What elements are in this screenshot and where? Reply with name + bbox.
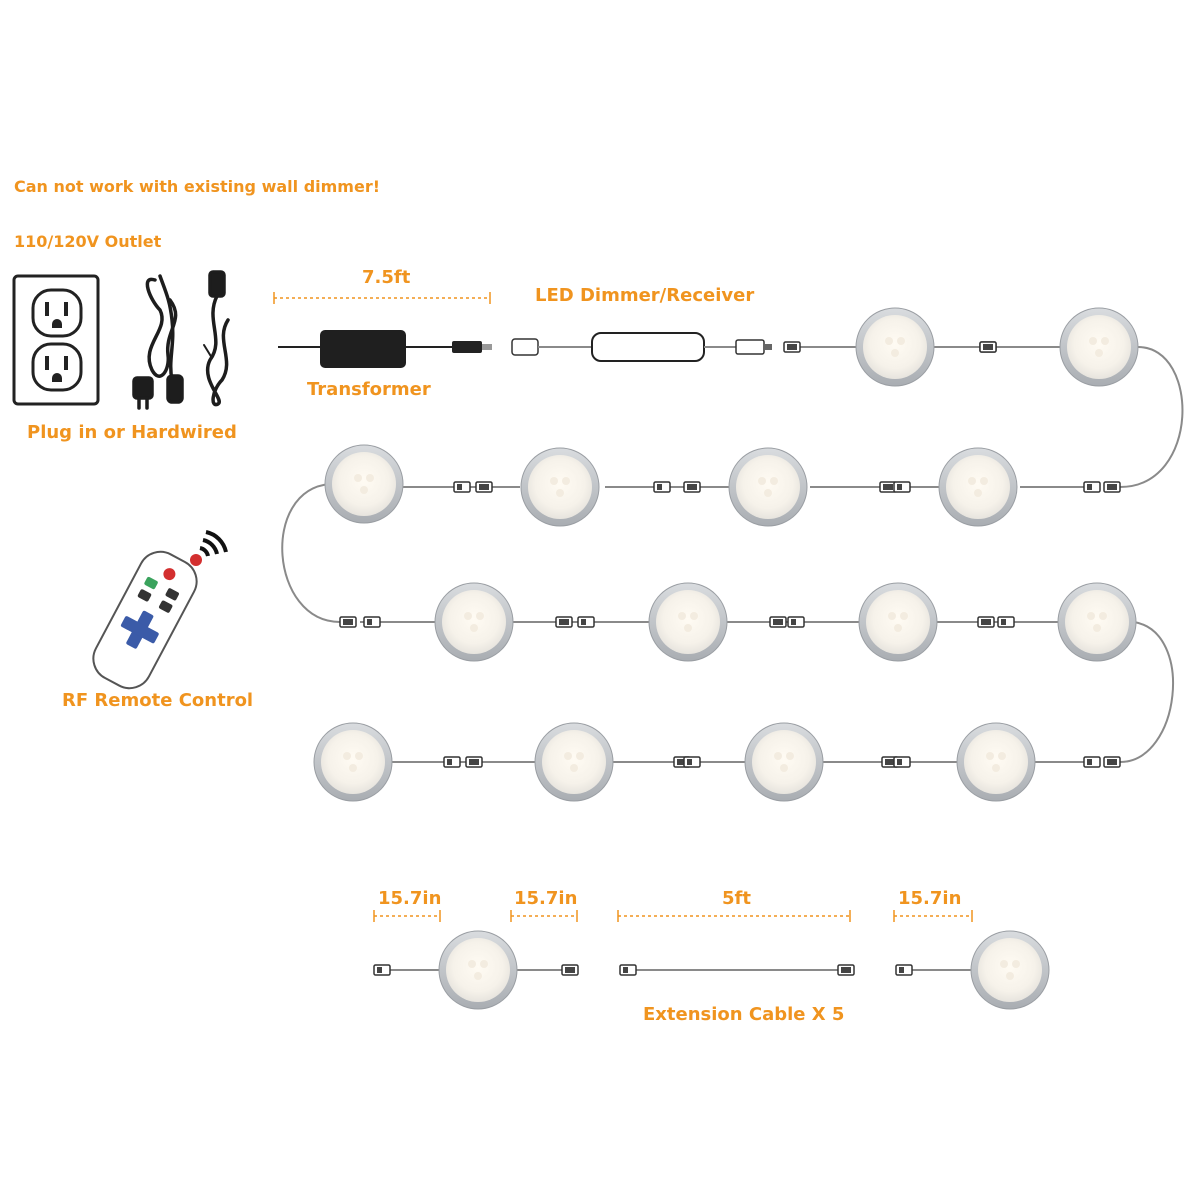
puck-light-10 (1057, 582, 1137, 662)
light-cable-right-length: 15.7in (514, 888, 578, 909)
plug-cord-icon (132, 274, 184, 410)
puck-light-13 (534, 722, 614, 802)
puck-light-7 (434, 582, 514, 662)
puck-light-11 (956, 722, 1036, 802)
transformer-length: 7.5ft (362, 267, 411, 288)
extension-length: 5ft (722, 888, 751, 909)
dimmer-receiver-icon (511, 332, 772, 362)
puck-light-2 (1059, 307, 1139, 387)
light-wire-chain (281, 346, 1184, 763)
outlet-icon (12, 274, 100, 406)
puck-lights (313, 307, 1139, 802)
dimmer-label: LED Dimmer/Receiver (535, 285, 755, 306)
tail-cable-length: 15.7in (898, 888, 962, 909)
hardwire-cord-icon (203, 270, 230, 407)
puck-light-9 (858, 582, 938, 662)
light-cable-left-length: 15.7in (378, 888, 442, 909)
puck-light-8 (648, 582, 728, 662)
transformer-icon (278, 330, 492, 368)
cable-connectors (339, 341, 1121, 768)
puck-light-14 (313, 722, 393, 802)
puck-light-1 (855, 307, 935, 387)
puck-light-6 (324, 444, 404, 524)
extension-cable-icon (619, 964, 855, 976)
tail-light-with-cable (895, 930, 1050, 1010)
puck-light-12 (744, 722, 824, 802)
outlet-label: 110/120V Outlet (14, 232, 162, 251)
puck-light-4 (728, 447, 808, 527)
puck-light-3 (938, 447, 1018, 527)
remote-label: RF Remote Control (62, 690, 254, 711)
remote-control-icon (92, 530, 228, 690)
warning-text: Can not work with existing wall dimmer! (14, 177, 381, 196)
single-light-with-cables (373, 930, 579, 1010)
transformer-label: Transformer (307, 379, 431, 400)
puck-light-5 (520, 447, 600, 527)
bottom-dimension-lines (373, 910, 973, 922)
plug-label: Plug in or Hardwired (27, 422, 237, 443)
extension-label: Extension Cable X 5 (643, 1004, 845, 1025)
